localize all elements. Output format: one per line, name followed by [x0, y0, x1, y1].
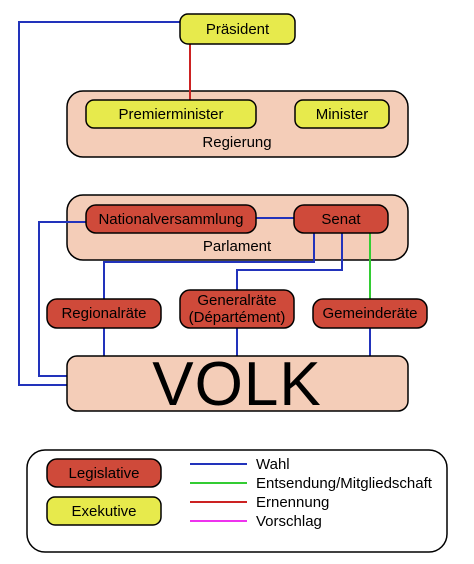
- wahl-line-senat-general: [236, 232, 343, 290]
- legend-wahl-label: Wahl: [256, 456, 290, 473]
- senat-label: Senat: [321, 211, 361, 228]
- legend-vorschlag-label: Vorschlag: [256, 513, 322, 530]
- premierminister-node: Premierminister: [85, 99, 257, 129]
- minister-node: Minister: [294, 99, 390, 129]
- volk-label: VOLK: [152, 350, 321, 419]
- generalraete-label-line1: Generalräte: [197, 292, 276, 309]
- nationalversammlung-node: Nationalversammlung: [85, 204, 257, 234]
- legend-legislative-label: Legislative: [69, 465, 140, 482]
- legend-legislative-swatch: [46, 458, 162, 488]
- legend-entsendung-label: Entsendung/Mitgliedschaft: [256, 475, 433, 492]
- praesident-label: Präsident: [206, 21, 270, 38]
- praesident-node: Präsident: [179, 13, 296, 45]
- senat-node: Senat: [293, 204, 389, 234]
- legend-exekutive-label: Exekutive: [71, 503, 136, 520]
- legend-ernennung-label: Ernennung: [256, 494, 329, 511]
- minister-label: Minister: [316, 106, 369, 123]
- parlament-label: Parlament: [203, 238, 272, 255]
- wahl-line-senat-regional: [103, 232, 315, 300]
- nationalversammlung-label: Nationalversammlung: [98, 211, 243, 228]
- legend-exekutive-swatch: [46, 496, 162, 526]
- regierung-label: Regierung: [202, 134, 271, 151]
- regionalraete-label: Regionalräte: [61, 305, 146, 322]
- regionalraete-node: Regionalräte: [46, 298, 162, 329]
- generalraete-label-line2: (Départément): [189, 309, 286, 326]
- legend: Legislative Exekutive Wahl Entsendung/Mi…: [26, 449, 448, 553]
- gemeinderaete-node: Gemeinderäte: [312, 298, 428, 329]
- generalraete-node: Generalräte (Départément): [179, 289, 295, 329]
- wahl-line-praesident: [18, 21, 180, 386]
- premierminister-label: Premierminister: [118, 106, 223, 123]
- gemeinderaete-label: Gemeinderäte: [322, 305, 417, 322]
- connections: [18, 21, 371, 386]
- volk-node: VOLK: [66, 350, 409, 419]
- wahl-line-nationalversammlung: [38, 221, 86, 377]
